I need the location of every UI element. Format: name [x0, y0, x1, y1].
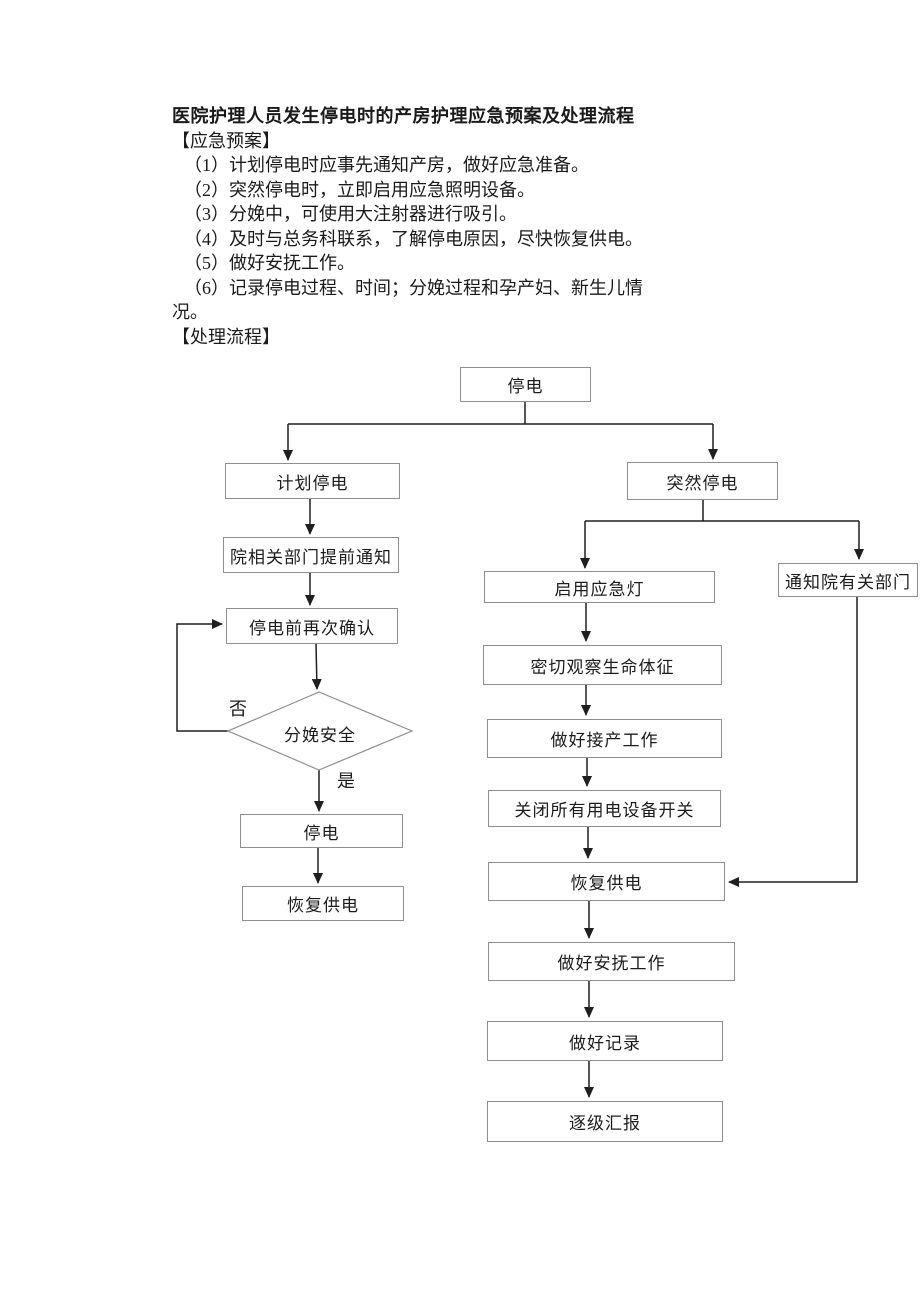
node-observe-vital-signs: 密切观察生命体征	[483, 645, 722, 685]
label-no: 否	[229, 699, 247, 719]
node-reconfirm-before-outage: 停电前再次确认	[226, 608, 398, 644]
node-comfort-work: 做好安抚工作	[488, 942, 735, 981]
plan-item-4: （4）及时与总务科联系，了解停电原因，尽快恢复供电。	[184, 228, 643, 249]
node-planned-outage: 计划停电	[225, 463, 400, 499]
section-header-process-flow: 【处理流程】	[172, 326, 280, 347]
plan-item-6-continuation: 况。	[172, 302, 208, 322]
section-header-emergency-plan: 【应急预案】	[172, 130, 280, 151]
plan-item-5: （5）做好安抚工作。	[184, 253, 355, 273]
node-outage: 停电	[240, 814, 403, 848]
node-switch-off-equipment: 关闭所有用电设备开关	[488, 790, 721, 827]
node-notify-departments: 院相关部门提前通知	[223, 537, 399, 573]
plan-item-1: （1）计划停电时应事先通知产房，做好应急准备。	[184, 155, 589, 175]
node-notify-hospital-departments: 通知院有关部门	[778, 563, 918, 597]
connector-reconfirm-to-decision	[311, 643, 322, 690]
text-section: 医院护理人员发生停电时的产房护理应急预案及处理流程 【应急预案】 （1）计划停电…	[172, 104, 672, 349]
node-sudden-outage: 突然停电	[627, 462, 778, 500]
node-report-level-by-level: 逐级汇报	[487, 1101, 723, 1142]
node-keep-records: 做好记录	[487, 1021, 723, 1061]
node-emergency-lights: 启用应急灯	[484, 571, 715, 603]
connector-hospital-to-restore	[728, 597, 858, 887]
plan-item-3: （3）分娩中，可使用大注射器进行吸引。	[184, 204, 517, 224]
plan-item-6: （6）记录停电过程、时间；分娩过程和孕产妇、新生儿情	[184, 277, 643, 298]
node-power-outage-start: 停电	[460, 367, 591, 402]
doc-title: 医院护理人员发生停电时的产房护理应急预案及处理流程	[172, 106, 635, 126]
plan-item-2: （2）突然停电时，立即启用应急照明设备。	[184, 179, 535, 200]
node-restore-power-right: 恢复供电	[488, 862, 725, 901]
connector-no-loopback	[176, 619, 228, 732]
node-delivery-work: 做好接产工作	[487, 719, 722, 758]
node-restore-power-left: 恢复供电	[242, 886, 404, 921]
label-yes: 是	[337, 771, 355, 791]
node-delivery-safe-label: 分娩安全	[284, 726, 356, 745]
